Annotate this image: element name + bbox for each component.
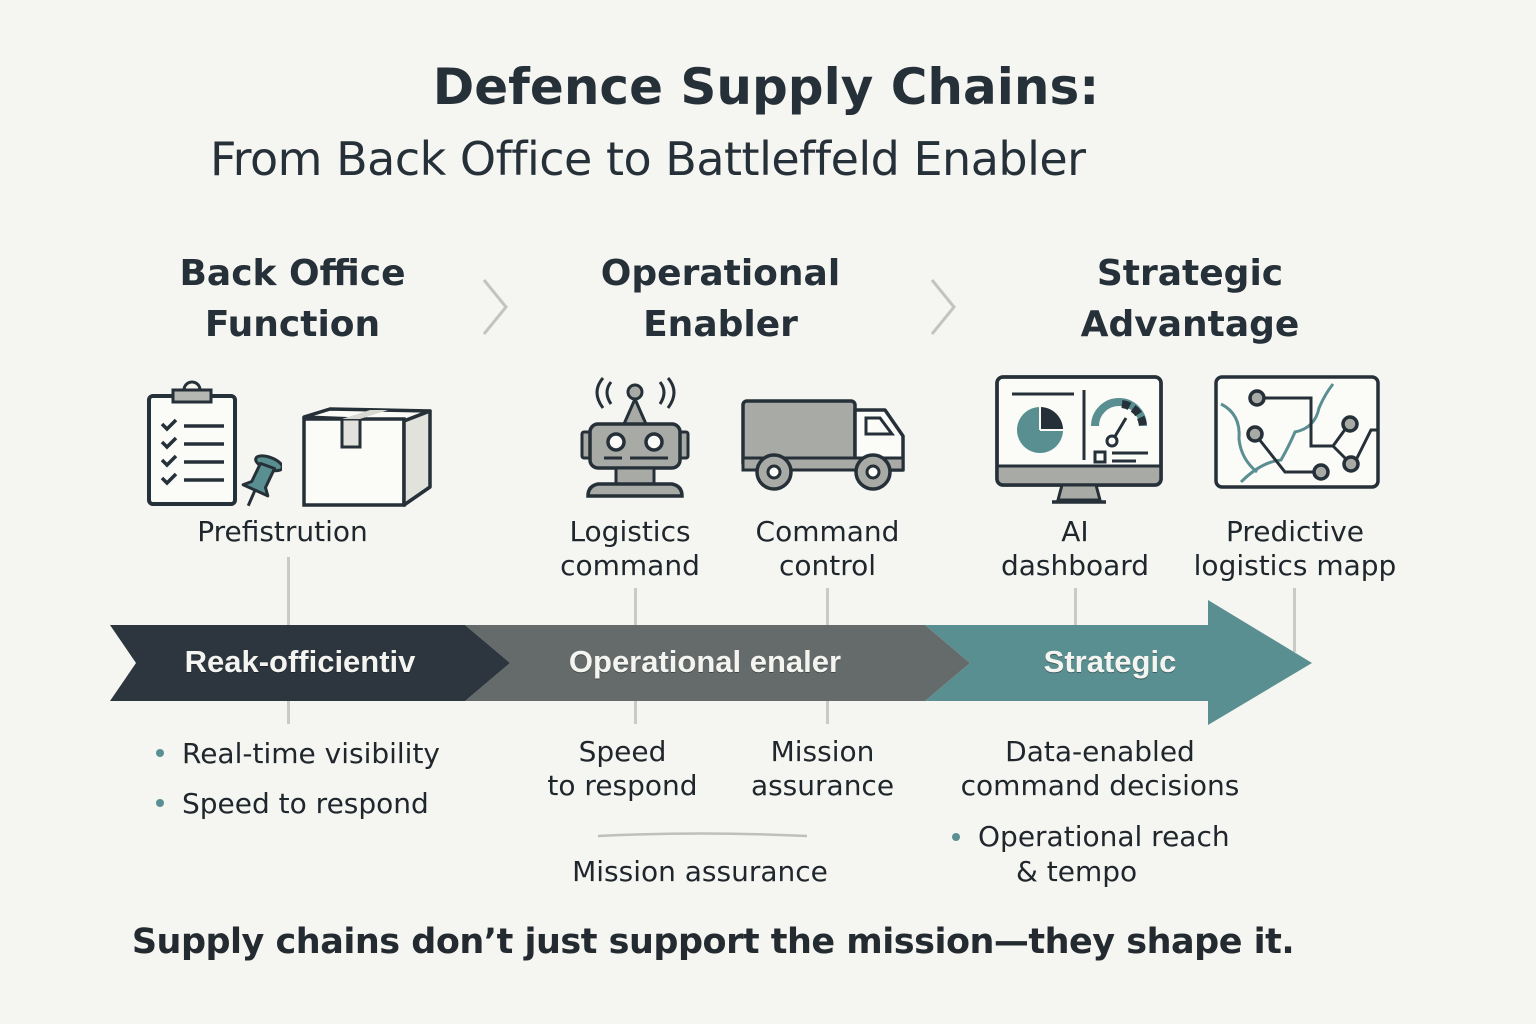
label-line: AI	[1061, 515, 1089, 548]
label-line: Prefistrution	[197, 515, 368, 548]
outcome-text: Operational reach	[978, 820, 1230, 853]
icon-label-command-control: Command control	[730, 515, 925, 583]
outcome-text: & tempo	[1016, 855, 1138, 888]
outcome-text: Real-time visibility	[182, 736, 441, 770]
label-line: Command	[755, 515, 900, 548]
label-line: command	[560, 549, 700, 582]
label-line: Mission	[770, 735, 875, 768]
clipboard-checklist-icon	[147, 380, 237, 506]
band-label-operational: Operational enaler	[568, 644, 842, 679]
phase-heading-back-office: Back Office Function	[150, 248, 435, 350]
band-segment-strategic	[925, 600, 1312, 725]
label-line: logistics mapp	[1193, 549, 1397, 582]
outcome-operational-reach: Operational reach & tempo	[952, 819, 1230, 889]
label-line: assurance	[750, 769, 895, 802]
bullet-dot-icon	[156, 799, 164, 807]
phase-heading-line: Strategic	[1096, 253, 1284, 294]
tagline: Supply chains don’t just support the mis…	[131, 922, 1295, 962]
outcome-list-back-office: Real-time visibility Speed to respond	[156, 728, 440, 828]
outcome-data-enabled-decisions: Data-enabled command decisions	[945, 735, 1255, 803]
connector-line	[1074, 588, 1077, 625]
label-line: dashboard	[1000, 549, 1150, 582]
box-icon	[302, 407, 432, 507]
connector-line	[287, 700, 290, 724]
chevron-right-icon	[930, 279, 956, 335]
bullet-dot-icon	[156, 749, 164, 757]
band-label-strategic: Strategic	[1043, 644, 1177, 679]
label-line: Logistics	[569, 515, 691, 548]
phase-heading-line: Operational	[600, 253, 841, 294]
connector-line	[1293, 588, 1296, 652]
icon-label-logistics-command: Logistics command	[535, 515, 725, 583]
outcome-item: Real-time visibility	[156, 728, 440, 778]
progress-band	[110, 600, 1312, 725]
label-line: Data-enabled	[1005, 735, 1195, 768]
phase-heading-operational: Operational Enabler	[578, 248, 863, 350]
label-line: to respond	[547, 769, 698, 802]
chevron-right-icon	[482, 279, 508, 335]
label-line: Predictive	[1225, 515, 1365, 548]
phase-heading-line: Enabler	[643, 304, 798, 345]
connector-line	[826, 588, 829, 625]
predictive-map-icon	[1214, 375, 1380, 489]
outcome-mission-assurance-footer: Mission assurance	[572, 855, 828, 888]
divider-arc	[597, 832, 808, 838]
icon-label-predictive-map: Predictive logistics mapp	[1180, 515, 1410, 583]
bullet-dot-icon	[952, 832, 960, 841]
phase-heading-strategic: Strategic Advantage	[1045, 248, 1335, 350]
icon-label-prefistrution: Prefistrution	[160, 515, 405, 549]
connector-line	[634, 700, 637, 724]
phase-heading-line: Function	[204, 304, 381, 345]
label-line: command decisions	[960, 769, 1240, 802]
outcome-item: Speed to respond	[156, 778, 440, 828]
robot-antenna-icon	[580, 377, 690, 498]
band-segment-back-office	[110, 625, 510, 701]
phase-heading-line: Back Office	[179, 253, 406, 294]
band-label-back-office: Reak-officientiv	[184, 644, 416, 679]
ai-dashboard-monitor-icon	[995, 375, 1163, 504]
outcome-text: Speed to respond	[182, 786, 429, 820]
phase-heading-line: Advantage	[1080, 304, 1300, 345]
icon-label-ai-dashboard: AI dashboard	[985, 515, 1165, 583]
page-title: Defence Supply Chains:	[432, 58, 1100, 116]
label-line: Speed	[578, 735, 667, 768]
band-segment-operational	[465, 625, 970, 701]
page-subtitle: From Back Office to Battleffeld Enabler	[210, 132, 1086, 186]
pushpin-icon	[241, 454, 282, 507]
connector-line	[287, 557, 290, 625]
outcome-mission-assurance: Mission assurance	[735, 735, 910, 803]
connector-line	[634, 588, 637, 625]
truck-icon	[741, 399, 905, 491]
outcome-speed-to-respond: Speed to respond	[530, 735, 715, 803]
connector-line	[826, 700, 829, 724]
label-line: control	[778, 549, 877, 582]
